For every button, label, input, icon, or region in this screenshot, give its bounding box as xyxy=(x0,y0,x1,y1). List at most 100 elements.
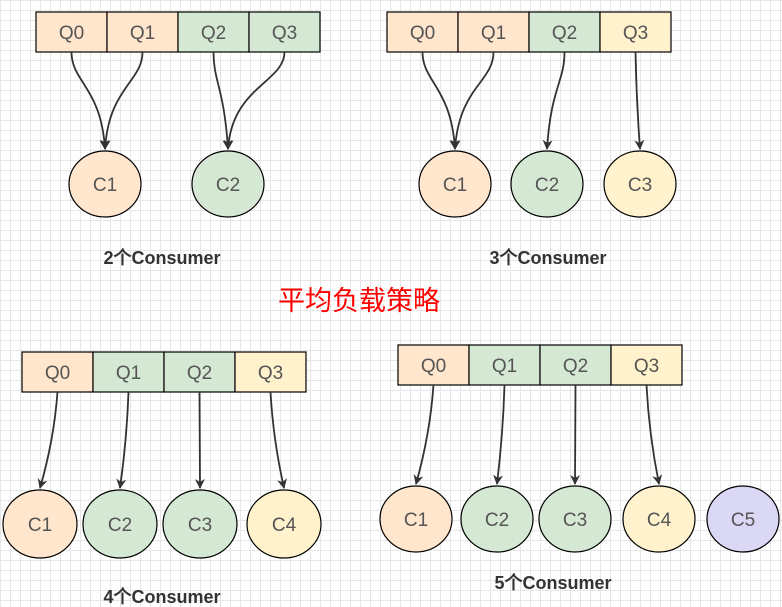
consumer-circle xyxy=(379,485,453,553)
queue-label: Q1 xyxy=(116,363,141,384)
consumer-label: C1 xyxy=(404,510,428,531)
assignment-arrow-q3-c3 xyxy=(634,51,645,150)
consumer-circle xyxy=(460,485,534,553)
queue-label: Q2 xyxy=(563,356,588,377)
consumer-c3: C3 xyxy=(538,485,612,553)
queue-box xyxy=(386,11,459,53)
consumer-c1: C1 xyxy=(68,150,142,218)
queue-box xyxy=(35,11,108,53)
queue-label: Q0 xyxy=(410,23,435,44)
assignment-arrow-q0-c1 xyxy=(70,51,110,150)
queue-box xyxy=(163,351,236,393)
consumer-label: C2 xyxy=(535,175,559,196)
queue-box xyxy=(21,351,94,393)
consumer-c2: C2 xyxy=(82,489,158,559)
consumer-circle xyxy=(538,485,612,553)
consumer-c2: C2 xyxy=(460,485,534,553)
queue-q2: Q2 xyxy=(163,351,236,393)
consumer-label: C2 xyxy=(108,515,132,536)
queue-label: Q0 xyxy=(421,356,446,377)
queue-box xyxy=(457,11,530,53)
panel-caption: 3个Consumer xyxy=(489,247,606,268)
consumer-c2: C2 xyxy=(510,150,584,218)
consumer-label: C3 xyxy=(188,515,212,536)
queue-q2: Q2 xyxy=(539,344,612,386)
consumer-c1: C1 xyxy=(2,489,78,559)
consumer-c3: C3 xyxy=(162,489,238,559)
consumer-c4: C4 xyxy=(246,489,322,559)
consumer-label: C4 xyxy=(647,510,672,531)
consumer-circle xyxy=(510,150,584,218)
consumer-c1: C1 xyxy=(418,150,492,218)
consumer-circle xyxy=(162,489,238,559)
consumer-c4: C4 xyxy=(622,485,696,553)
consumer-label: C1 xyxy=(28,515,52,536)
queue-label: Q3 xyxy=(623,23,648,44)
consumer-label: C3 xyxy=(563,510,587,531)
queue-label: Q1 xyxy=(481,23,506,44)
queue-box xyxy=(528,11,601,53)
panel-caption: 4个Consumer xyxy=(103,586,220,607)
consumer-circle xyxy=(68,150,142,218)
consumer-label: C3 xyxy=(628,175,652,196)
queue-label: Q2 xyxy=(187,363,212,384)
consumer-circle xyxy=(622,485,696,553)
queue-label: Q0 xyxy=(45,363,70,384)
queue-q1: Q1 xyxy=(106,11,179,53)
assignment-arrow-q3-c2 xyxy=(223,51,286,150)
consumer-label: C1 xyxy=(93,175,117,196)
consumer-circle xyxy=(603,150,677,218)
consumer-label: C2 xyxy=(216,175,240,196)
panel-caption: 5个Consumer xyxy=(494,572,611,593)
queue-label: Q1 xyxy=(492,356,517,377)
assignment-arrow-q1-c2 xyxy=(493,384,506,485)
consumer-label: C4 xyxy=(272,515,297,536)
queue-q3: Q3 xyxy=(234,351,307,393)
queue-q3: Q3 xyxy=(610,344,683,386)
assignment-arrow-q2-c3 xyxy=(570,384,581,485)
queue-q2: Q2 xyxy=(177,11,250,53)
queue-box xyxy=(610,344,683,386)
queue-q0: Q0 xyxy=(386,11,459,53)
assignment-arrow-q2-c3 xyxy=(194,391,205,489)
queue-box xyxy=(599,11,672,53)
assignment-arrow-q0-c1 xyxy=(37,391,59,489)
queue-q1: Q1 xyxy=(468,344,541,386)
assignment-arrow-q0-c1 xyxy=(421,51,460,150)
assignment-arrow-q1-c1 xyxy=(100,51,144,150)
consumer-circle xyxy=(191,150,265,218)
consumer-circle xyxy=(418,150,492,218)
queue-q0: Q0 xyxy=(21,351,94,393)
queue-label: Q1 xyxy=(130,23,155,44)
queue-box xyxy=(234,351,307,393)
consumer-c1: C1 xyxy=(379,485,453,553)
assignment-arrow-q2-c2 xyxy=(542,51,566,150)
queue-q3: Q3 xyxy=(248,11,321,53)
strategy-title: 平均负载策略 xyxy=(278,286,440,317)
assignment-arrow-q1-c2 xyxy=(116,391,130,489)
consumer-label: C1 xyxy=(443,175,467,196)
assignment-arrow-q2-c2 xyxy=(212,51,233,150)
assignment-arrow-q3-c4 xyxy=(645,384,663,485)
queue-label: Q3 xyxy=(272,23,297,44)
consumer-circle xyxy=(2,489,78,559)
queue-q3: Q3 xyxy=(599,11,672,53)
queue-label: Q0 xyxy=(59,23,84,44)
queue-q0: Q0 xyxy=(397,344,470,386)
consumer-c5: C5 xyxy=(706,485,780,553)
queue-label: Q2 xyxy=(201,23,226,44)
consumer-circle xyxy=(246,489,322,559)
queue-q1: Q1 xyxy=(457,11,530,53)
queue-label: Q3 xyxy=(634,356,659,377)
queue-label: Q3 xyxy=(258,363,283,384)
queue-box xyxy=(248,11,321,53)
queue-q2: Q2 xyxy=(528,11,601,53)
panel-caption: 2个Consumer xyxy=(103,247,220,268)
consumer-circle xyxy=(706,485,780,553)
consumer-c2: C2 xyxy=(191,150,265,218)
